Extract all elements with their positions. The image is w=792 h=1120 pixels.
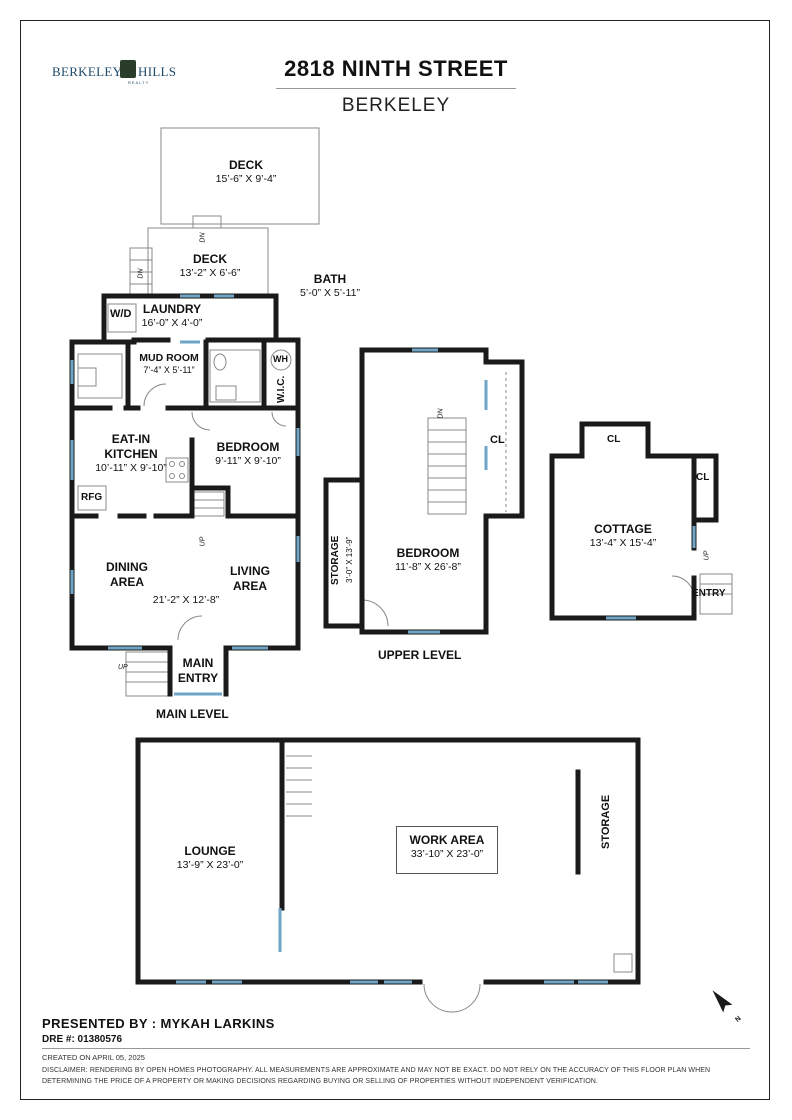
entry-stair-up-label: UP (118, 664, 128, 671)
main-level-title: MAIN LEVEL (156, 707, 229, 721)
deck-lower-label: DECK 13’-2” X 6’-6” (179, 252, 241, 279)
interior-stair-up-label: UP (199, 536, 207, 547)
deck-stair-down-label: DN (199, 232, 207, 243)
basement-storage-label: STORAGE (600, 794, 612, 850)
logo-subtext: REALTY (128, 80, 150, 85)
upper-level-title: UPPER LEVEL (378, 648, 462, 662)
upper-stair-down-label: DN (437, 408, 445, 419)
page-frame (20, 20, 770, 1100)
water-heater-label: WH (273, 354, 288, 364)
washer-dryer-label: W/D (110, 308, 132, 320)
refrigerator-label: RFG (81, 492, 103, 503)
property-address: 2818 NINTH STREET (284, 56, 508, 81)
upper-closet-label: CL (490, 434, 505, 446)
storage-upper-dimension: 3’-0” X 13’-9” (345, 536, 354, 584)
cottage-entry-label: ENTRY (692, 588, 726, 599)
living-area-label: LIVING AREA (229, 564, 270, 593)
brokerage-logo: BERKELEY HILLS REALTY (52, 60, 176, 90)
eat-in-kitchen-label: EAT-IN KITCHEN 10’-11” X 9’-10” (95, 432, 167, 474)
main-entry-label: MAIN ENTRY (177, 656, 219, 685)
cottage-label: COTTAGE 13’-4” X 15’-4” (589, 522, 657, 549)
deck-upper-label: DECK 15’-6” X 9’-4” (215, 158, 277, 185)
deck-upper-outline (160, 127, 320, 225)
cottage-closet-right-label: CL (696, 472, 710, 483)
property-city: BERKELEY (341, 95, 451, 116)
dre-number: DRE #: 01380576 (42, 1034, 123, 1045)
lounge-label: LOUNGE 13’-9” X 23’-0” (176, 844, 244, 871)
bedroom-main-label: BEDROOM 9’-11” X 9’-10” (215, 440, 281, 467)
title-divider (276, 88, 516, 89)
bath-label: BATH 5’-0” X 5’-11” (300, 272, 360, 299)
created-date: CREATED ON APRIL 05, 2025 (42, 1053, 145, 1062)
footer-divider (42, 1048, 750, 1049)
bedroom-upper-label: BEDROOM 11’-8” X 26’-8” (395, 546, 461, 573)
logo-tree-icon (120, 60, 136, 78)
dining-area-label: DINING AREA (106, 560, 148, 589)
logo-text-left: BERKELEY (52, 64, 123, 79)
side-stair-down-label: DN (137, 268, 145, 279)
compass-icon (712, 990, 733, 1013)
cottage-stair-up-label: UP (703, 550, 711, 561)
disclaimer-text: DISCLAIMER: RENDERING BY OPEN HOMES PHOT… (42, 1067, 711, 1085)
laundry-label: LAUNDRY 16’-0” X 4’-0” (141, 302, 203, 329)
walk-in-closet-label: W.I.C. (276, 375, 287, 403)
cottage-closet-top-label: CL (607, 434, 621, 445)
logo-text-right: HILLS (138, 64, 177, 79)
work-area-label: WORK AREA 33’-10” X 23’-0” (396, 826, 498, 874)
dining-living-dimension: 21’-2” X 12’-8” (152, 594, 220, 606)
storage-upper-label: STORAGE (330, 535, 341, 585)
presented-by: PRESENTED BY : MYKAH LARKINS (42, 1016, 275, 1031)
mud-room-label: MUD ROOM 7’-4” X 5’-11” (139, 352, 199, 376)
